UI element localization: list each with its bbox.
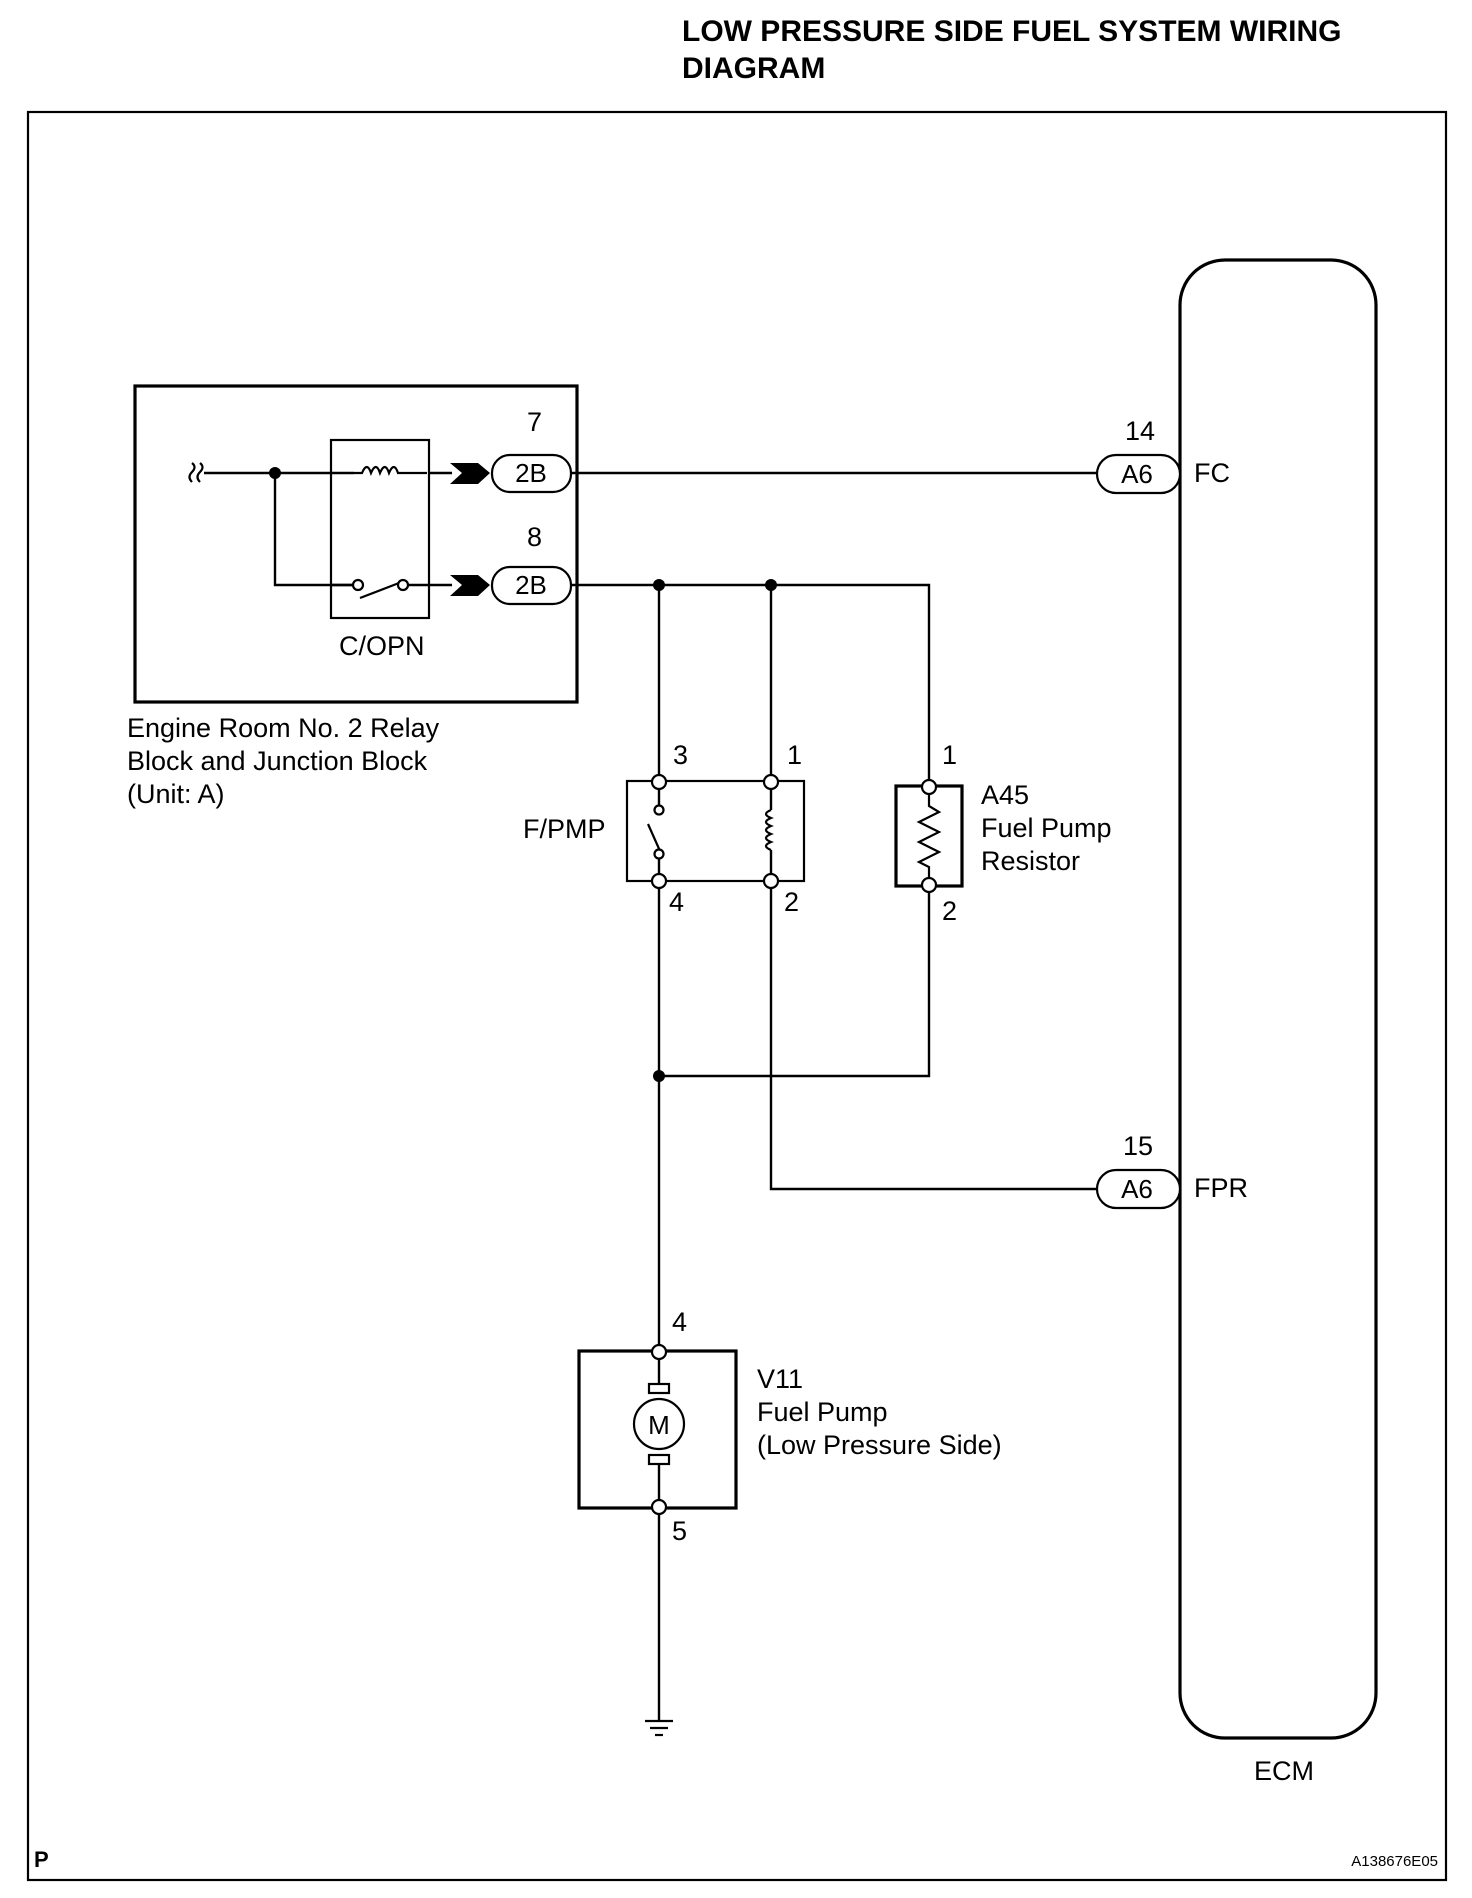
fpmp-terminal-4 — [650, 872, 668, 890]
fpmp-relay-box — [625, 779, 806, 883]
junction-dot — [269, 467, 281, 479]
connector-2b-top-pin: 7 — [527, 407, 542, 437]
connector-2b-top-code: 2B — [515, 458, 547, 488]
relay-block-label-line1: Engine Room No. 2 Relay — [127, 713, 440, 743]
junction-dot — [653, 1070, 665, 1082]
fpmp-pin-3: 3 — [673, 740, 688, 770]
ecm-box — [1178, 258, 1378, 1740]
fpmp-terminal-2 — [762, 872, 780, 890]
relay-block-label-line2: Block and Junction Block — [127, 746, 428, 776]
resistor-pin-1: 1 — [942, 740, 957, 770]
copn-relay-label: C/OPN — [339, 631, 425, 661]
resistor-name-line2: Resistor — [981, 846, 1080, 876]
resistor-terminal-1 — [920, 778, 938, 796]
corner-mark: P — [34, 1847, 49, 1872]
fuel-pump-code: V11 — [757, 1364, 803, 1394]
fuel-pump-name-line1: Fuel Pump — [757, 1397, 888, 1427]
fuel-pump-terminal-bottom — [650, 1498, 668, 1516]
motor-icon — [632, 1359, 686, 1500]
fuel-pump-supply-wire — [571, 583, 931, 786]
relay-branch-wire — [273, 473, 354, 587]
resistor-pin-2: 2 — [942, 896, 957, 926]
relay-block-label-line3: (Unit: A) — [127, 779, 225, 809]
connector-2b-bottom-code: 2B — [515, 570, 547, 600]
fpmp-pin-4: 4 — [669, 887, 684, 917]
diagram-title-line2: DIAGRAM — [682, 52, 825, 85]
connector-arrow-icon — [450, 575, 490, 596]
ecm-connector-fpr — [1095, 1168, 1182, 1210]
resistor-code: A45 — [981, 780, 1029, 810]
fpmp-coil-icon — [764, 789, 774, 874]
fpmp-terminal-3 — [650, 773, 668, 791]
ecm-connector-fpr-pin: 15 — [1123, 1131, 1153, 1161]
connector-2b-bottom-pin: 8 — [527, 522, 542, 552]
diagram-frame — [26, 110, 1448, 1882]
resistor-terminal-2 — [920, 876, 938, 894]
fpmp-switch-icon — [646, 789, 665, 874]
relay-block-box — [133, 384, 579, 704]
fuel-pump-terminal-top — [650, 1343, 668, 1361]
fuel-pump-name-line2: (Low Pressure Side) — [757, 1430, 1002, 1460]
resistor-return-wire — [659, 886, 931, 1078]
fpr-wire — [769, 882, 1097, 1191]
fpmp-terminal-1 — [762, 773, 780, 791]
motor-symbol: M — [648, 1410, 670, 1440]
figure-id: A138676E05 — [1351, 1853, 1438, 1870]
fuel-pump-pin-bottom: 5 — [672, 1516, 687, 1546]
fpmp-pin-1: 1 — [787, 740, 802, 770]
ecm-label: ECM — [1254, 1756, 1314, 1786]
continuation-break-icon — [188, 462, 204, 483]
copn-relay-box — [329, 438, 431, 620]
ecm-connector-fc-pin: 14 — [1125, 416, 1155, 446]
resistor-name-line1: Fuel Pump — [981, 813, 1112, 843]
fpmp-relay-label: F/PMP — [523, 814, 606, 844]
connector-arrow-icon — [450, 463, 490, 484]
fpmp-pin-2: 2 — [784, 887, 799, 917]
fuel-pump-pin-top: 4 — [672, 1307, 687, 1337]
diagram-title-line1: LOW PRESSURE SIDE FUEL SYSTEM WIRING — [682, 15, 1342, 48]
ground-icon — [645, 1719, 673, 1737]
ecm-connector-fpr-code: A6 — [1121, 1174, 1153, 1204]
ecm-signal-fpr: FPR — [1194, 1173, 1248, 1203]
ecm-connector-fc — [1095, 453, 1182, 495]
copn-coil-icon — [354, 465, 427, 477]
resistor-zigzag-icon — [916, 794, 942, 878]
ecm-connector-fc-code: A6 — [1121, 459, 1153, 489]
copn-switch-icon — [331, 578, 429, 600]
ecm-signal-fc: FC — [1194, 458, 1230, 488]
